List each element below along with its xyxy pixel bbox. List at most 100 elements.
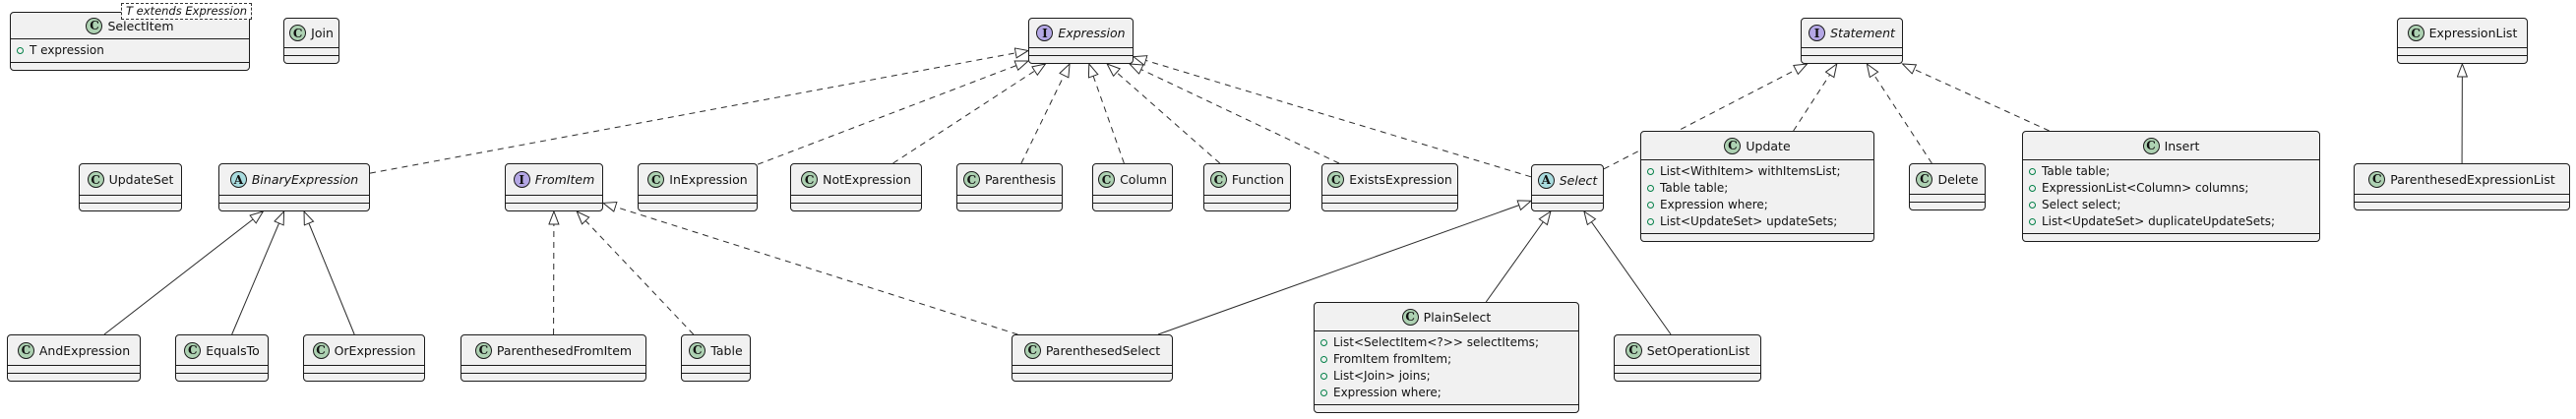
class-name: AndExpression [38,342,131,358]
empty-compartment [2355,194,2569,202]
empty-compartment [1012,373,1172,381]
class-name: Table [710,342,743,358]
edge-AndExpression-BinaryExpression [103,211,263,335]
empty-compartment [80,203,181,210]
empty-compartment [1910,202,1985,210]
class-header: I FromItem [506,164,602,195]
package-visibility-icon [1647,217,1654,225]
empty-compartment [1802,55,1902,63]
empty-compartment [1322,203,1457,210]
package-visibility-icon [17,46,24,54]
class-header: A BinaryExpression [219,164,369,195]
edge-EqualsTo-BinaryExpression [231,211,284,335]
edge-Column-Expression [1089,64,1125,164]
empty-compartment [284,55,338,63]
edge-Table-FromItem [577,211,695,335]
empty-compartment [1029,47,1133,55]
class-icon: C [87,171,104,188]
field: Expression where; [1647,197,1868,212]
class-icon: C [289,25,307,41]
empty-compartment [957,195,1062,203]
fields-compartment: List<SelectItem<?>> selectItems;FromItem… [1315,330,1578,404]
field-text: List<WithItem> withItemsList; [1660,164,1841,178]
package-visibility-icon [1320,372,1327,380]
class-name: Statement [1830,26,1895,40]
edge-Insert-Statement [1903,64,2050,132]
fields-compartment: Table table;ExpressionList<Column> colum… [2023,159,2319,233]
template-parameter-badge: T extends Expression [121,3,253,20]
class-name: Insert [2164,138,2200,153]
class-name: BinaryExpression [251,172,359,187]
field-text: List<UpdateSet> duplicateUpdateSets; [2042,214,2276,228]
field: Select select; [2029,197,2313,212]
empty-compartment [176,373,268,381]
field: List<UpdateSet> duplicateUpdateSets; [2029,213,2313,229]
class-name: UpdateSet [108,172,174,187]
class-icon: C [184,341,202,359]
package-visibility-icon [1647,184,1654,192]
empty-compartment [8,365,140,373]
empty-compartment [219,195,369,203]
empty-compartment [304,373,424,381]
package-visibility-icon [1647,201,1654,209]
edge-Function-Expression [1107,64,1221,164]
empty-compartment [1315,404,1578,412]
empty-compartment [80,195,181,203]
class-name: Delete [1937,171,1979,187]
class-name: Function [1231,172,1285,187]
abstract-icon: A [229,171,247,188]
field-text: Table table; [1660,181,1729,195]
field: T expression [17,42,243,58]
edge-NotExpression-Expression [892,64,1046,164]
package-visibility-icon [1320,389,1327,396]
package-visibility-icon [2029,217,2036,225]
field: ExpressionList<Column> columns; [2029,180,2313,196]
empty-compartment [1532,195,1603,203]
class-icon: C [86,17,103,34]
class-name: ParenthesedExpressionList [2390,171,2555,187]
empty-compartment [1204,203,1290,210]
interface-icon: I [513,171,530,188]
edge-PlainSelect-Select [1485,211,1551,303]
class-icon: C [17,341,34,359]
empty-compartment [506,203,602,210]
empty-compartment [1802,47,1902,55]
edge-OrExpression-BinaryExpression [304,211,355,335]
edge-ExistsExpression-Expression [1130,64,1340,164]
edge-BinaryExpression-Expression [369,50,1028,174]
edge-InExpression-Expression [757,61,1028,165]
field: List<UpdateSet> updateSets; [1647,213,1868,229]
edge-ParenthesedSelect-Select [1157,201,1531,335]
empty-compartment [1093,195,1172,203]
class-name: FromItem [534,172,595,187]
class-name: InExpression [669,172,748,187]
class-name: SelectItem [107,18,174,33]
class-name: ParenthesedFromItem [496,342,633,358]
fields-compartment: List<WithItem> withItemsList; Table table… [1641,159,1873,233]
empty-compartment [219,203,369,210]
empty-compartment [2023,233,2319,241]
field: List<WithItem> withItemsList; [1647,163,1868,179]
class-name: SetOperationList [1646,342,1750,358]
package-visibility-icon [2029,201,2036,209]
